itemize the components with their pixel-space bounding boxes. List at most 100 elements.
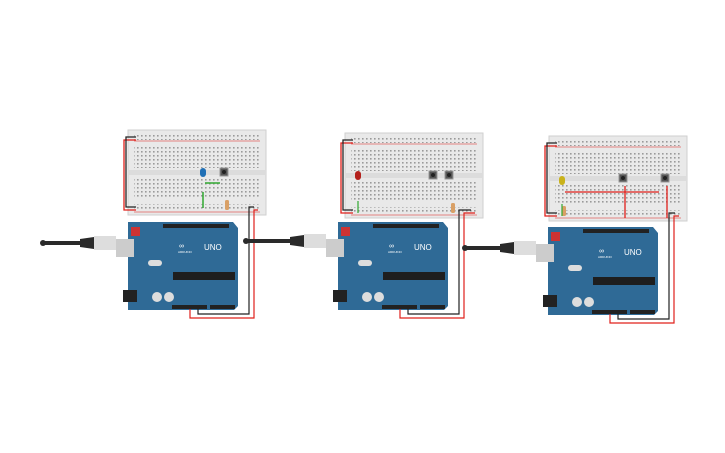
terminal-strip-bottom bbox=[351, 180, 477, 202]
analog-header bbox=[420, 305, 445, 309]
usb-cable-end bbox=[243, 238, 249, 244]
usb-port bbox=[326, 239, 344, 257]
pushbutton-cap bbox=[621, 176, 625, 180]
usb-plug-housing bbox=[290, 235, 304, 247]
power-rail-bottom bbox=[134, 204, 260, 211]
led[interactable] bbox=[200, 168, 206, 177]
capacitor bbox=[584, 297, 594, 307]
usb-port bbox=[536, 244, 554, 262]
digital-header bbox=[373, 224, 439, 228]
resistor[interactable] bbox=[451, 203, 455, 213]
wire-gnd-black[interactable] bbox=[407, 209, 471, 315]
led[interactable] bbox=[355, 171, 361, 180]
capacitor bbox=[374, 292, 384, 302]
brand-label: ARDUINO bbox=[388, 250, 403, 254]
power-rail-top bbox=[555, 139, 681, 146]
crystal bbox=[148, 260, 162, 266]
power-rail-top bbox=[351, 136, 477, 143]
brand-label: ARDUINO bbox=[598, 255, 613, 259]
wire-5v-red[interactable] bbox=[609, 215, 679, 324]
pushbutton-cap bbox=[431, 173, 435, 177]
usb-plug bbox=[94, 236, 116, 250]
circuit-2[interactable]: ∞ARDUINO UNO bbox=[243, 132, 484, 319]
resistor[interactable] bbox=[562, 206, 566, 216]
power-rail-bottom bbox=[351, 207, 477, 214]
wire-gnd-black[interactable] bbox=[197, 206, 254, 315]
terminal-strip-top bbox=[134, 146, 260, 168]
terminal-strip-bottom bbox=[134, 177, 260, 199]
usb-port bbox=[116, 239, 134, 257]
pushbutton-cap bbox=[222, 170, 226, 174]
capacitor bbox=[572, 297, 582, 307]
resistor[interactable] bbox=[225, 200, 229, 210]
arduino-logo-text: ∞ bbox=[389, 243, 394, 250]
atmega-chip bbox=[593, 277, 655, 285]
capacitor bbox=[164, 292, 174, 302]
capacitor bbox=[152, 292, 162, 302]
atmega-chip bbox=[173, 272, 235, 280]
reset-button[interactable] bbox=[551, 232, 560, 241]
wire-gnd-black[interactable] bbox=[617, 212, 675, 320]
wire-rail-red[interactable] bbox=[340, 142, 353, 214]
terminal-strip-top bbox=[555, 152, 681, 174]
wire-5v-red[interactable] bbox=[189, 209, 258, 319]
wire-rail-red[interactable] bbox=[544, 145, 557, 217]
usb-cable-end bbox=[40, 240, 46, 246]
power-header bbox=[172, 305, 207, 309]
arduino-logo-text: ∞ bbox=[179, 243, 184, 250]
terminal-strip-bottom bbox=[555, 183, 681, 205]
usb-plug-housing bbox=[500, 242, 514, 254]
usb-cable-end bbox=[462, 245, 468, 251]
digital-header bbox=[583, 229, 649, 233]
usb-cable[interactable] bbox=[40, 236, 116, 250]
crystal bbox=[568, 265, 582, 271]
breadboard[interactable] bbox=[127, 129, 267, 216]
power-jack bbox=[543, 295, 557, 307]
center-channel bbox=[128, 170, 266, 175]
reset-button[interactable] bbox=[131, 227, 140, 236]
analog-header bbox=[630, 310, 655, 314]
uno-label: UNO bbox=[204, 243, 222, 252]
power-jack bbox=[333, 290, 347, 302]
wire-rail-black[interactable] bbox=[125, 136, 136, 208]
power-rail-bottom bbox=[555, 210, 681, 217]
usb-cable[interactable] bbox=[243, 234, 326, 248]
arduino-uno[interactable]: ∞ARDUINO UNO bbox=[326, 222, 448, 310]
led[interactable] bbox=[559, 176, 565, 185]
power-header bbox=[592, 310, 627, 314]
arduino-uno[interactable]: ∞ARDUINO UNO bbox=[116, 222, 238, 310]
uno-label: UNO bbox=[414, 243, 432, 252]
wire-5v-red[interactable] bbox=[399, 212, 475, 319]
reset-button[interactable] bbox=[341, 227, 350, 236]
digital-header bbox=[163, 224, 229, 228]
breadboard[interactable] bbox=[344, 132, 484, 219]
wire-rail-black[interactable] bbox=[342, 139, 353, 211]
center-channel bbox=[549, 176, 687, 181]
wire-rail-red[interactable] bbox=[123, 139, 136, 211]
pushbutton-cap bbox=[663, 176, 667, 180]
usb-cable[interactable] bbox=[462, 241, 536, 255]
usb-plug-housing bbox=[80, 237, 94, 249]
arduino-board bbox=[338, 222, 448, 310]
atmega-chip bbox=[383, 272, 445, 280]
usb-cable-cord bbox=[246, 239, 290, 243]
analog-header bbox=[210, 305, 235, 309]
usb-cable-cord bbox=[465, 246, 500, 250]
arduino-board bbox=[128, 222, 238, 310]
crystal bbox=[358, 260, 372, 266]
usb-cable-cord bbox=[43, 241, 80, 245]
circuit-1[interactable]: ∞ARDUINO UNO bbox=[40, 129, 267, 319]
pushbutton-cap bbox=[447, 173, 451, 177]
capacitor bbox=[362, 292, 372, 302]
brand-label: ARDUINO bbox=[178, 250, 193, 254]
usb-plug bbox=[304, 234, 326, 248]
power-jack bbox=[123, 290, 137, 302]
usb-plug bbox=[514, 241, 536, 255]
uno-label: UNO bbox=[624, 248, 642, 257]
wire-rail-black[interactable] bbox=[546, 142, 557, 214]
terminal-strip-top bbox=[351, 149, 477, 171]
power-header bbox=[382, 305, 417, 309]
